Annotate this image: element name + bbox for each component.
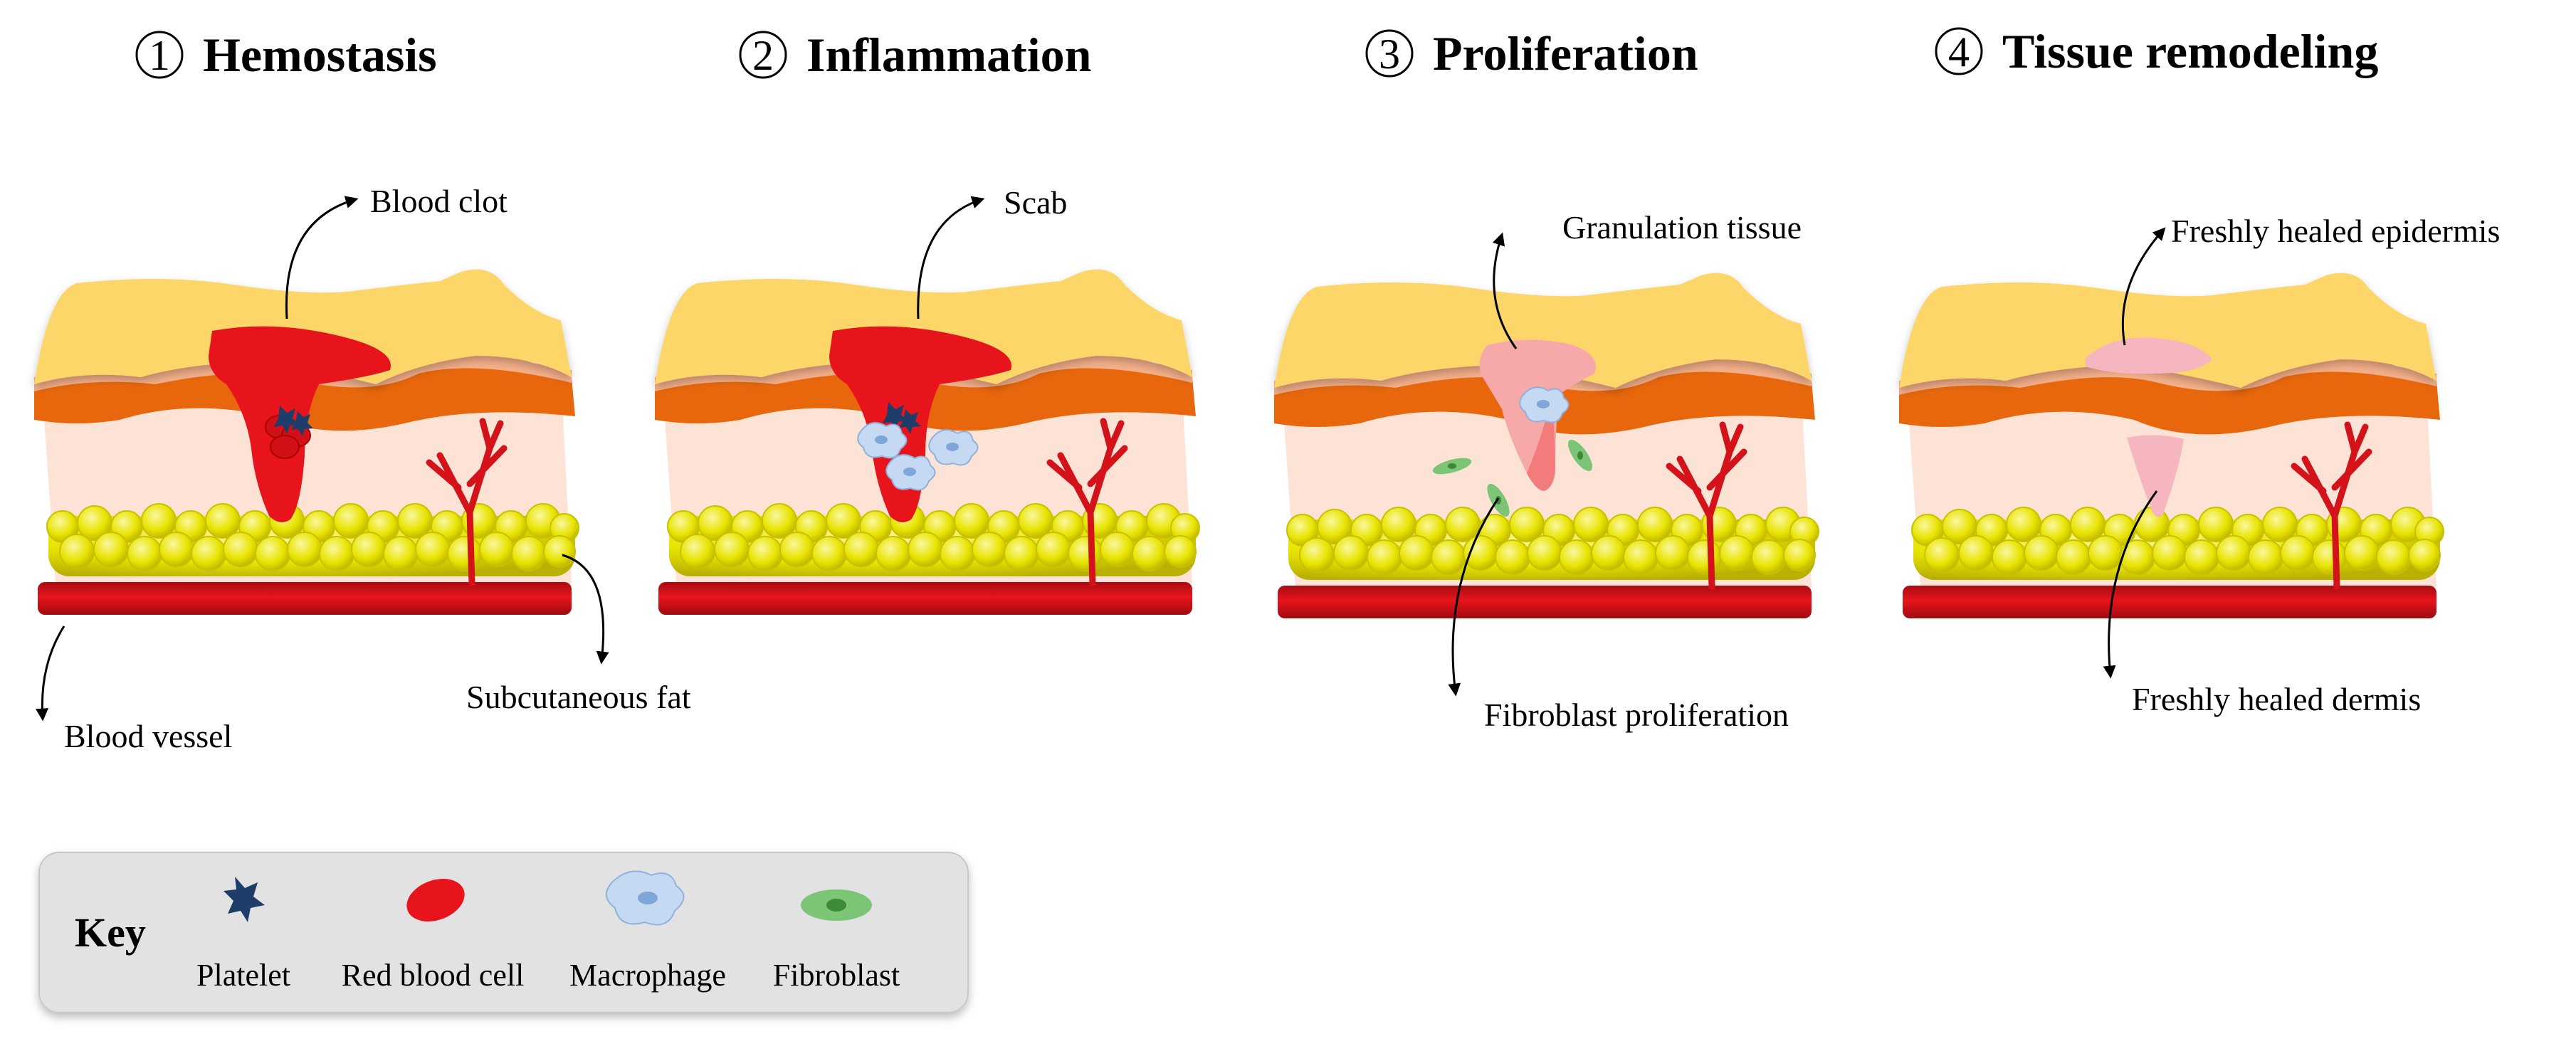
platelet-icon xyxy=(224,877,265,922)
arrow-subcutaneous-fat xyxy=(562,554,609,665)
stage-number: 4 xyxy=(1948,28,1970,75)
key-label: Platelet xyxy=(196,958,290,993)
stage-title: Inflammation xyxy=(806,28,1091,82)
capillary-branch xyxy=(1046,418,1128,587)
blood-vessel xyxy=(38,582,572,615)
label-blood-vessel: Blood vessel xyxy=(64,718,232,754)
key-item-red-blood-cell: Red blood cell xyxy=(342,879,525,993)
blood-vessel xyxy=(1903,586,2436,618)
capillary-branch xyxy=(1666,421,1747,591)
skin-section-4 xyxy=(1899,273,2444,618)
arrow-blood-vessel xyxy=(36,625,65,722)
key-label: Macrophage xyxy=(569,958,726,993)
clot-cells xyxy=(265,406,313,459)
stage-number: 2 xyxy=(752,32,774,79)
stage-title-4: 4 Tissue remodeling xyxy=(1935,24,2378,78)
stage-number-circle xyxy=(739,31,787,79)
arrow-fibroblast-proliferation xyxy=(1448,497,1500,697)
key-background xyxy=(38,852,969,1013)
blood-vessel xyxy=(1278,586,1812,618)
skin-section-1 xyxy=(34,269,579,615)
label-freshly-healed-dermis: Freshly healed dermis xyxy=(2132,681,2421,717)
key-item-fibroblast: Fibroblast xyxy=(773,889,900,993)
subcutaneous-fat xyxy=(1911,507,2444,580)
stage-number-circle xyxy=(135,31,184,79)
healed-dermis xyxy=(2127,435,2184,517)
healed-epidermis xyxy=(2086,337,2212,374)
arrow-blood-clot xyxy=(285,196,359,319)
scab-cells xyxy=(883,402,921,434)
epidermis-layer xyxy=(1274,273,1812,388)
skin-section-3 xyxy=(1274,273,1819,618)
arrow-freshly-healed-epidermis xyxy=(2121,227,2166,346)
arrow-scab xyxy=(917,196,985,319)
stage-number-circle xyxy=(1935,27,1983,75)
stage-title: Proliferation xyxy=(1433,26,1698,80)
label-freshly-healed-epidermis: Freshly healed epidermis xyxy=(2171,213,2500,249)
stage-title-3: 3 Proliferation xyxy=(1365,26,1698,80)
key-title: Key xyxy=(75,909,146,956)
stage-number: 3 xyxy=(1379,31,1400,78)
blood-vessel xyxy=(658,582,1192,615)
label-subcutaneous-fat: Subcutaneous fat xyxy=(466,679,691,715)
key-panel: Key Platelet Red blood cell Macrophage F… xyxy=(38,852,969,1013)
stage-number: 1 xyxy=(149,32,170,79)
label-fibroblast-proliferation: Fibroblast proliferation xyxy=(1484,697,1789,733)
red-blood-cell-icon xyxy=(406,879,465,921)
subcutaneous-fat xyxy=(1286,507,1819,580)
arrow-granulation-tissue xyxy=(1492,232,1518,349)
fibroblasts xyxy=(1432,439,1593,517)
label-granulation-tissue: Granulation tissue xyxy=(1562,209,1802,245)
capillary-branch xyxy=(426,418,508,587)
capillary-branch xyxy=(2291,421,2372,591)
label-blood-clot: Blood clot xyxy=(370,183,508,219)
skin-section-2 xyxy=(655,269,1200,615)
scab xyxy=(829,326,1011,522)
stage-title: Hemostasis xyxy=(203,28,437,82)
subcutaneous-fat xyxy=(667,503,1200,576)
key-label: Red blood cell xyxy=(342,958,525,993)
macrophage-granulation xyxy=(1519,386,1570,423)
stage-title-1: 1 Hemostasis xyxy=(135,28,437,82)
subcutaneous-fat xyxy=(46,503,579,576)
stage-number-circle xyxy=(1365,29,1414,78)
arrow-freshly-healed-dermis xyxy=(2103,490,2158,679)
epidermis-layer xyxy=(1899,273,2436,388)
key-label: Fibroblast xyxy=(773,958,900,993)
key-item-macrophage: Macrophage xyxy=(569,870,726,993)
epidermis-layer xyxy=(655,269,1192,384)
epidermis-layer xyxy=(34,269,572,384)
stage-title-2: 2 Inflammation xyxy=(739,28,1091,82)
stage-title: Tissue remodeling xyxy=(2002,24,2378,78)
label-scab: Scab xyxy=(1004,184,1067,221)
key-item-platelet: Platelet xyxy=(196,877,290,993)
